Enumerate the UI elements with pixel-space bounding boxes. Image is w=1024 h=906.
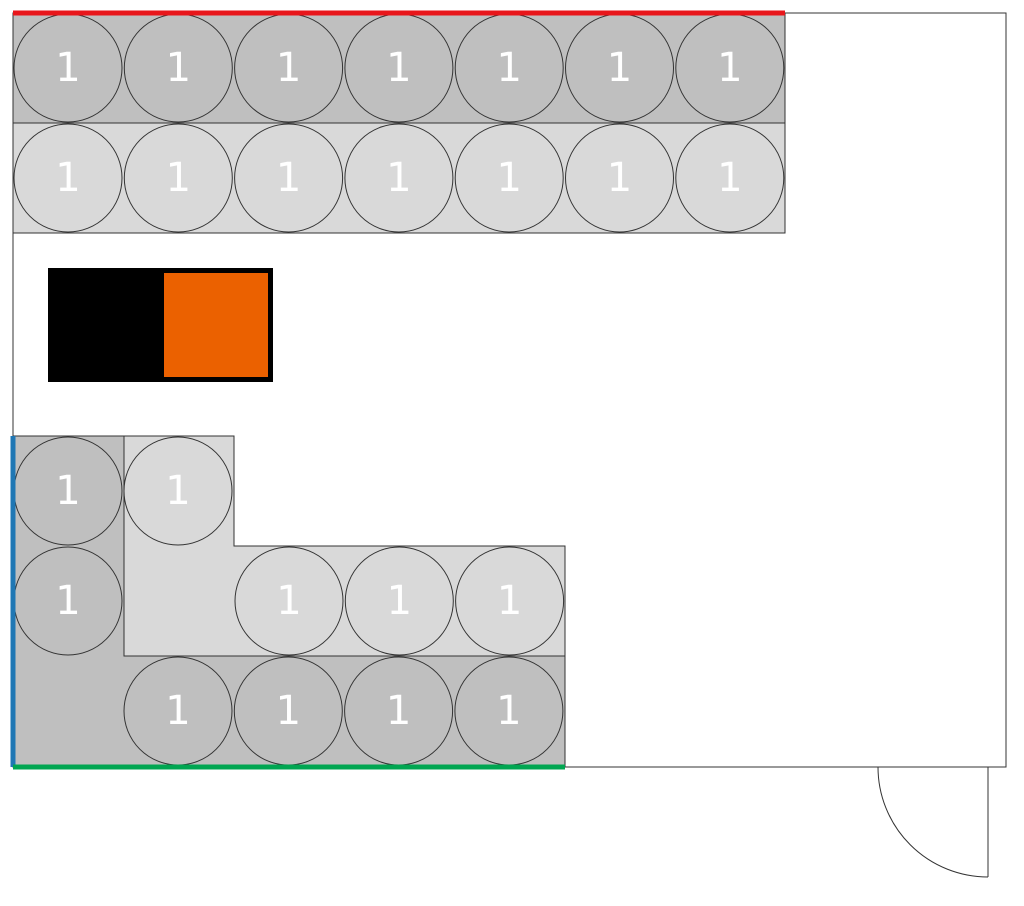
seat[interactable]: 1 <box>675 123 785 233</box>
seat[interactable]: 1 <box>565 13 674 123</box>
seat-label: 1 <box>607 155 632 201</box>
seat[interactable]: 1 <box>344 656 454 766</box>
seat-label: 1 <box>386 155 411 201</box>
seat[interactable]: 1 <box>234 123 344 233</box>
seat-label: 1 <box>55 468 80 514</box>
seat-circle <box>234 123 344 233</box>
seat-label: 1 <box>55 578 80 624</box>
seat[interactable]: 1 <box>123 123 233 233</box>
seat[interactable]: 1 <box>344 546 454 656</box>
door-icon <box>877 766 989 878</box>
seat[interactable]: 1 <box>675 13 785 123</box>
seat[interactable]: 1 <box>123 13 233 123</box>
seat-circle <box>344 123 454 233</box>
seat[interactable]: 1 <box>454 656 564 766</box>
seat-label: 1 <box>607 45 632 91</box>
seat-circle <box>344 546 454 656</box>
seat-label: 1 <box>717 155 742 201</box>
seat-label: 1 <box>496 45 521 91</box>
bottom-zone-light <box>123 435 566 657</box>
seat[interactable]: 1 <box>455 546 565 656</box>
seats-layer: 1 1 1 1 1 1 1 1 1 1 1 1 1 1 1 1 1 1 1 1 1 1 1 1 <box>13 13 785 766</box>
seat-circle <box>123 123 233 233</box>
seat-label: 1 <box>496 688 521 734</box>
seat[interactable]: 1 <box>123 656 233 766</box>
seat-circle <box>123 436 233 546</box>
seat-label: 1 <box>165 468 190 514</box>
seat-circle <box>455 546 565 656</box>
seat-circle <box>675 123 785 233</box>
seat[interactable]: 1 <box>13 123 123 233</box>
seat[interactable]: 1 <box>13 436 123 546</box>
seat[interactable]: 1 <box>454 13 564 123</box>
seat[interactable]: 1 <box>234 13 344 123</box>
seat-label: 1 <box>55 155 80 201</box>
seat-label: 1 <box>166 45 191 91</box>
seat-label: 1 <box>387 578 412 624</box>
seat[interactable]: 1 <box>565 123 674 233</box>
seat-label: 1 <box>166 155 191 201</box>
seat-label: 1 <box>386 45 411 91</box>
desk-orange-block <box>164 273 268 377</box>
seat-label: 1 <box>276 578 301 624</box>
seat-circle <box>234 546 344 656</box>
seat-label: 1 <box>276 45 301 91</box>
seat-label: 1 <box>496 155 521 201</box>
seat-label: 1 <box>386 688 411 734</box>
seat-circle <box>13 123 123 233</box>
seat[interactable]: 1 <box>123 436 233 546</box>
seat[interactable]: 1 <box>454 123 564 233</box>
seat[interactable]: 1 <box>234 546 344 656</box>
seat-label: 1 <box>55 45 80 91</box>
seat-label: 1 <box>717 45 742 91</box>
seat[interactable]: 1 <box>344 13 454 123</box>
seat-label: 1 <box>497 578 522 624</box>
seat-label: 1 <box>276 688 301 734</box>
seat[interactable]: 1 <box>13 13 123 123</box>
seat-label: 1 <box>165 688 190 734</box>
seat-circle <box>565 123 674 233</box>
seat-label: 1 <box>276 155 301 201</box>
seat-circle <box>454 123 564 233</box>
seat[interactable]: 1 <box>233 656 343 766</box>
seat[interactable]: 1 <box>13 546 123 656</box>
seat[interactable]: 1 <box>344 123 454 233</box>
